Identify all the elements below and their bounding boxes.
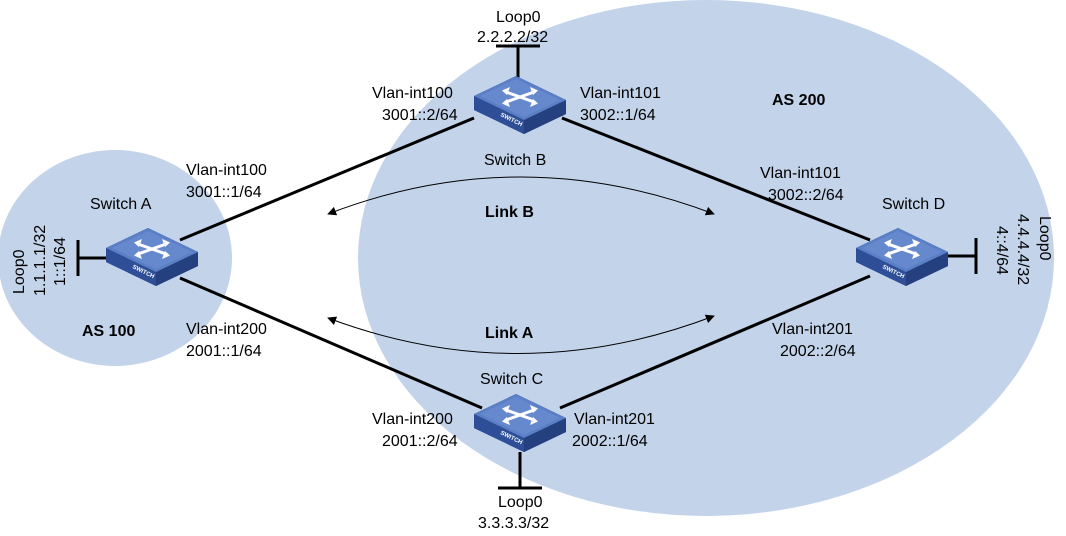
switch-c-icon: SWITCH — [472, 392, 568, 454]
b-left-interface-name: Vlan-int100 — [372, 85, 453, 102]
switch-c-name: Switch C — [480, 371, 543, 388]
link-c-d — [559, 274, 871, 410]
c-left-interface-name: Vlan-int200 — [372, 411, 453, 428]
as100-label: AS 100 — [82, 323, 135, 340]
loopback-d-ipv6: 4::4/64 — [993, 226, 1010, 275]
b-left-interface-addr: 3001::2/64 — [382, 107, 458, 124]
loopback-b-ipv4: 2.2.2.2/32 — [477, 29, 548, 46]
link-a-b — [179, 116, 475, 242]
switch-d-name: Switch D — [882, 196, 945, 213]
physical-links — [179, 116, 871, 410]
c-left-interface-addr: 2001::2/64 — [382, 433, 458, 450]
c-right-interface-addr: 2002::1/64 — [572, 433, 648, 450]
a-up-interface-addr: 3001::1/64 — [186, 184, 262, 201]
loopback-c-name: Loop0 — [498, 494, 543, 511]
d-down-interface-addr: 2002::2/64 — [780, 343, 856, 360]
as200-area — [358, 0, 1054, 516]
d-down-interface-name: Vlan-int201 — [772, 321, 853, 338]
as200-label: AS 200 — [772, 92, 825, 109]
switch-b-icon: SWITCH — [472, 74, 568, 136]
a-up-interface-name: Vlan-int100 — [186, 162, 267, 179]
d-up-interface-name: Vlan-int101 — [760, 165, 841, 182]
loopback-a-ipv6: 1::1/64 — [52, 237, 69, 286]
link-a-arrow — [327, 314, 715, 354]
switch-b-name: Switch B — [484, 152, 546, 169]
a-down-interface-addr: 2001::1/64 — [186, 343, 262, 360]
loopback-c-ipv4: 3.3.3.3/32 — [478, 515, 549, 532]
link-b-arrow — [327, 176, 715, 216]
loopback-d-name: Loop0 — [1036, 216, 1053, 261]
link-b-label: Link B — [485, 204, 534, 221]
loopback-a-ipv4: 1.1.1.1/32 — [32, 225, 49, 296]
a-down-interface-name: Vlan-int200 — [186, 321, 267, 338]
loopback-d-ipv4: 4.4.4.4/32 — [1014, 214, 1031, 285]
switch-d-icon: SWITCH — [854, 226, 950, 288]
loopback-a-name: Loop0 — [11, 249, 28, 294]
link-b-d — [561, 116, 871, 242]
c-right-interface-name: Vlan-int201 — [574, 411, 655, 428]
link-a-c — [179, 276, 483, 410]
switch-a-name: Switch A — [90, 196, 152, 213]
loopback-b-name: Loop0 — [496, 9, 541, 26]
link-a-label: Link A — [485, 325, 534, 342]
switch-a-icon: SWITCH — [104, 226, 200, 288]
b-right-interface-addr: 3002::1/64 — [580, 107, 656, 124]
d-up-interface-addr: 3002::2/64 — [768, 187, 844, 204]
loopback-stubs — [76, 44, 978, 490]
b-right-interface-name: Vlan-int101 — [580, 85, 661, 102]
